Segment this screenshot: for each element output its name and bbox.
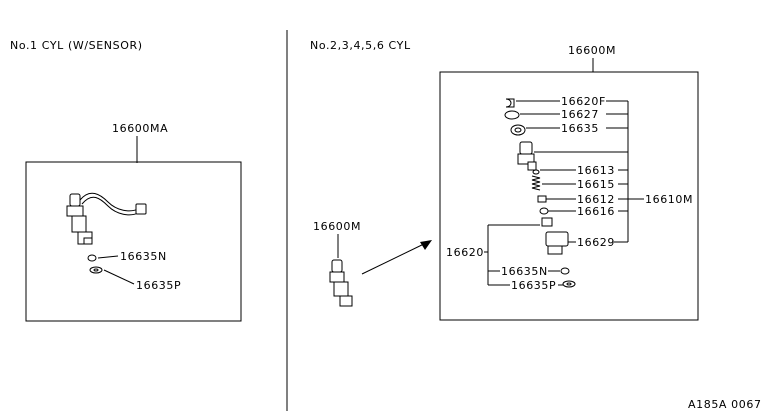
label-16616: 16616 — [577, 205, 615, 218]
label-16635p-left: 16635P — [136, 279, 181, 292]
part-16635n-right — [560, 267, 570, 275]
label-16612: 16612 — [577, 193, 615, 206]
washer-16635n — [87, 254, 97, 262]
part-16615-spring — [531, 175, 541, 191]
leader-16635n-left — [97, 255, 119, 259]
right-assembly-label: 16600M — [568, 44, 616, 57]
part-16620f — [505, 98, 515, 108]
injector-body — [517, 141, 537, 171]
label-16620f: 16620F — [561, 95, 606, 108]
label-16635n-left: 16635N — [120, 250, 167, 263]
part-16613 — [532, 169, 540, 175]
loose-injector — [329, 259, 353, 307]
diagram-code: A185A 0067 — [688, 398, 762, 411]
left-assembly-label: 16600MA — [112, 122, 168, 135]
part-16612 — [537, 195, 547, 203]
label-16635p-right: 16635P — [511, 279, 556, 292]
left-heading: No.1 CYL (W/SENSOR) — [10, 39, 143, 52]
part-16616 — [539, 207, 549, 215]
label-16613: 16613 — [577, 164, 615, 177]
label-16610m: 16610M — [645, 193, 693, 206]
part-16635p-right — [562, 280, 576, 288]
nozzle-holder — [541, 217, 569, 255]
label-16615: 16615 — [577, 178, 615, 191]
part-16635 — [510, 124, 526, 136]
left-assembly-box — [25, 161, 242, 322]
arrow — [361, 240, 432, 275]
part-16627 — [504, 110, 520, 120]
injector-with-sensor — [66, 192, 147, 245]
right-heading: No.2,3,4,5,6 CYL — [310, 39, 411, 52]
right-assembly-box — [439, 71, 699, 321]
label-16635n-right: 16635N — [501, 265, 548, 278]
label-16635: 16635 — [561, 122, 599, 135]
leader-lines — [484, 100, 644, 286]
washer-16635p — [89, 266, 103, 274]
label-16620: 16620 — [446, 246, 484, 259]
label-16627: 16627 — [561, 108, 599, 121]
loose-injector-label: 16600M — [313, 220, 361, 233]
label-16629: 16629 — [577, 236, 615, 249]
leader-16635p-left — [103, 269, 135, 285]
